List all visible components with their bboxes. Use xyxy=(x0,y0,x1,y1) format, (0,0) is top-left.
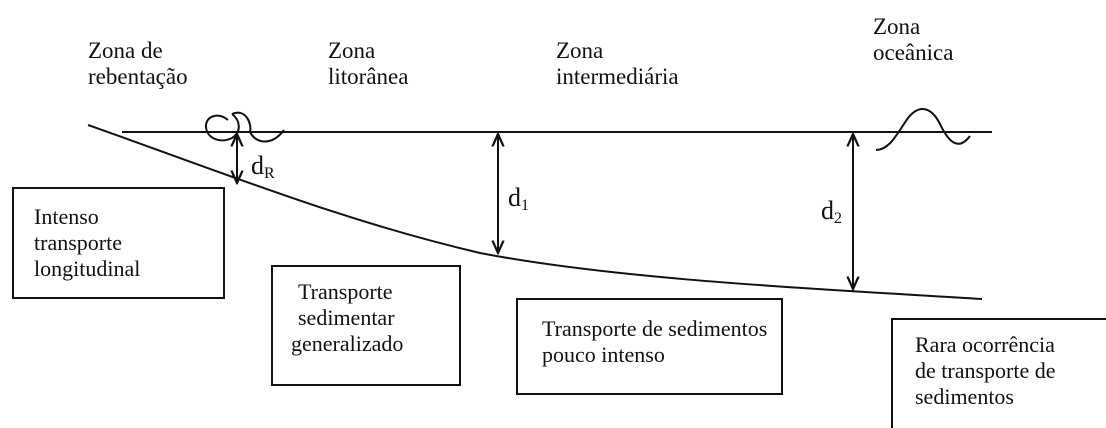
depth-subscript: 2 xyxy=(834,210,842,227)
depth-label-dR: dR xyxy=(251,153,275,187)
depth-label-d2: d2 xyxy=(821,198,842,232)
depth-label-d1: d1 xyxy=(508,185,529,219)
depth-symbol: d xyxy=(251,151,264,180)
depth-subscript: R xyxy=(264,165,275,182)
box-line: longitudinal xyxy=(34,256,141,281)
zone-label-line: Zona de xyxy=(88,38,163,63)
depth-subscript: 1 xyxy=(521,197,529,214)
box-line: de transporte de xyxy=(915,358,1056,383)
zone-label-line: rebentação xyxy=(88,64,188,89)
box-line: Transporte xyxy=(298,279,393,304)
depth-symbol: d xyxy=(821,196,834,225)
depth-symbol: d xyxy=(508,183,521,212)
box-low-intensity-transport: Transporte de sedimentos pouco intenso xyxy=(516,298,783,395)
box-line: generalizado xyxy=(291,331,404,356)
box-line: sedimentar xyxy=(298,305,395,330)
box-generalized-sediment-transport: Transporte sedimentar generalizado xyxy=(271,265,461,386)
zone-label-litoranea: Zona litorânea xyxy=(328,38,408,90)
zone-label-line: Zona xyxy=(328,38,376,63)
zone-label-line: litorânea xyxy=(328,64,409,89)
zone-label-line: Zona xyxy=(556,38,604,63)
seabed-profile-curve xyxy=(87,124,983,300)
box-line: sedimentos xyxy=(915,384,1014,409)
box-line: transporte xyxy=(34,230,122,255)
box-line: Transporte de sedimentos xyxy=(542,316,768,341)
zone-label-intermediaria: Zona intermediária xyxy=(556,38,679,90)
box-intense-longitudinal-transport: Intenso transporte longitudinal xyxy=(12,187,225,299)
zone-label-oceanica: Zona oceânica xyxy=(873,14,953,66)
breaking-wave-icon xyxy=(204,111,285,143)
box-rare-sediment-transport: Rara ocorrência de transporte de sedimen… xyxy=(891,318,1106,428)
box-line: pouco intenso xyxy=(542,342,665,367)
zone-label-line: intermediária xyxy=(556,64,679,89)
box-line: Intenso xyxy=(34,204,99,229)
zone-label-line: Zona xyxy=(873,14,921,39)
box-line: Rara ocorrência xyxy=(915,332,1055,357)
ocean-wave-icon xyxy=(875,108,971,151)
zone-label-rebentacao: Zona de rebentação xyxy=(88,38,188,90)
zone-label-line: oceânica xyxy=(873,40,954,65)
